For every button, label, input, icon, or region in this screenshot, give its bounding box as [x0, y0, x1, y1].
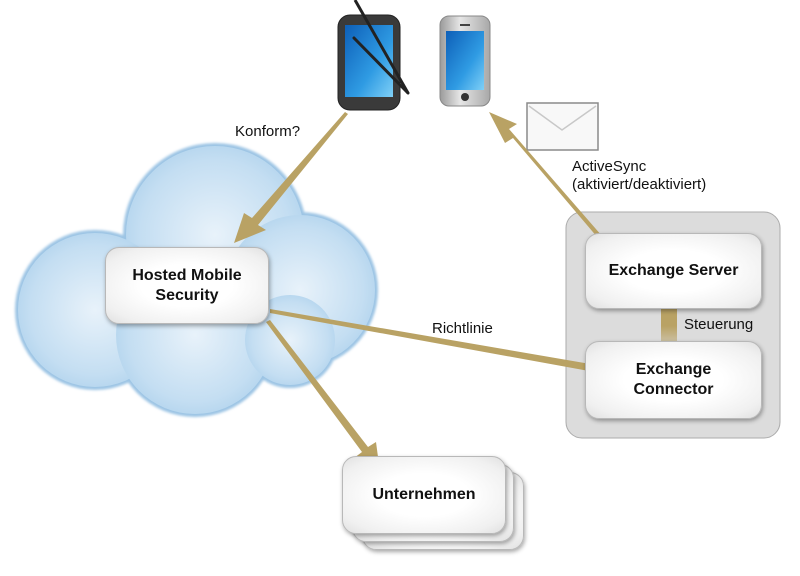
node-hosted-mobile-security[interactable]: Hosted Mobile Security: [105, 247, 269, 324]
edge-label-activesync-line1: ActiveSync: [572, 158, 647, 175]
edge-label-control: Steuerung: [684, 316, 754, 333]
edge-label-policy: Richtlinie: [432, 320, 493, 337]
node-exchange-server-label: Exchange Server: [608, 262, 739, 279]
tablet-icon: [337, 0, 410, 111]
envelope-icon: [526, 102, 599, 151]
arrow-company: [266, 320, 380, 472]
node-exchange-connector-line1: Exchange: [635, 361, 712, 378]
smartphone-icon: [439, 15, 491, 107]
edge-label-activesync-line2: (aktiviert/deaktiviert): [572, 176, 707, 193]
edge-label-compliance: Konform?: [235, 123, 301, 140]
node-exchange-connector[interactable]: Exchange Connector: [585, 341, 762, 419]
arrow-compliance: [234, 112, 348, 243]
node-company[interactable]: Unternehmen: [342, 456, 506, 534]
edge-label-activesync: ActiveSync (aktiviert/deaktiviert): [572, 158, 706, 194]
node-company-label: Unternehmen: [372, 486, 476, 503]
node-hosted-label-line1: Hosted Mobile: [132, 266, 242, 284]
node-exchange-server[interactable]: Exchange Server: [585, 233, 762, 309]
node-hosted-label-line2: Security: [155, 286, 219, 304]
arrow-activesync: [489, 112, 602, 238]
arrow-policy: [270, 309, 620, 386]
node-exchange-connector-line2: Connector: [633, 381, 714, 398]
